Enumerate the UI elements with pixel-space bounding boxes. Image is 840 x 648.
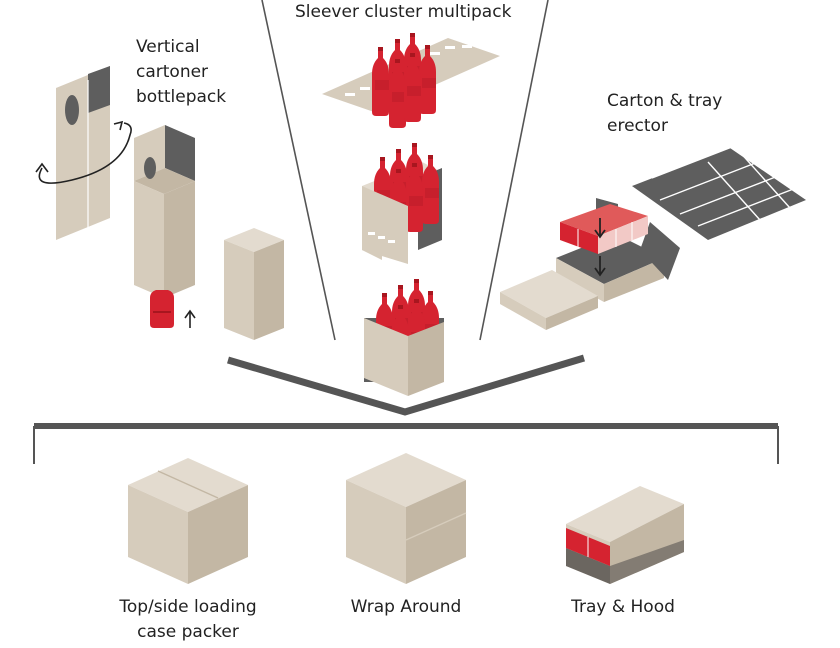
- open-carton-with-bottle: [134, 125, 195, 328]
- label-tray-hood: Tray & Hood: [571, 597, 675, 617]
- converging-bracket: [33, 354, 779, 464]
- divider-lines: [261, 0, 549, 341]
- up-arrow-icon: [184, 309, 196, 328]
- label-sleever-cluster: Sleever cluster multipack: [295, 2, 512, 22]
- closed-tall-carton: [224, 228, 284, 340]
- bottle-cluster-top: [372, 33, 436, 128]
- sleeved-multipack: [364, 279, 444, 396]
- tray-hood-case: [566, 486, 684, 584]
- wrap-around-case: [346, 453, 467, 584]
- label-vertical-cartoner: Vertical cartoner bottlepack: [136, 37, 227, 107]
- down-arrow-icon: [594, 218, 606, 277]
- erected-tray-with-pack: [556, 198, 680, 302]
- rotation-arrow-icon: [35, 120, 132, 184]
- sleeve-wrapping-cluster: [362, 143, 442, 264]
- closed-flat-carton: [500, 270, 598, 330]
- flat-tray-blank: [632, 139, 806, 240]
- top-side-loading-case: [128, 458, 248, 584]
- label-wrap-around: Wrap Around: [350, 597, 462, 617]
- flat-carton-blank: [56, 66, 110, 240]
- label-carton-tray-erector: Carton & tray erector: [607, 91, 723, 136]
- label-top-side-loading: Top/side loading case packer: [119, 597, 257, 642]
